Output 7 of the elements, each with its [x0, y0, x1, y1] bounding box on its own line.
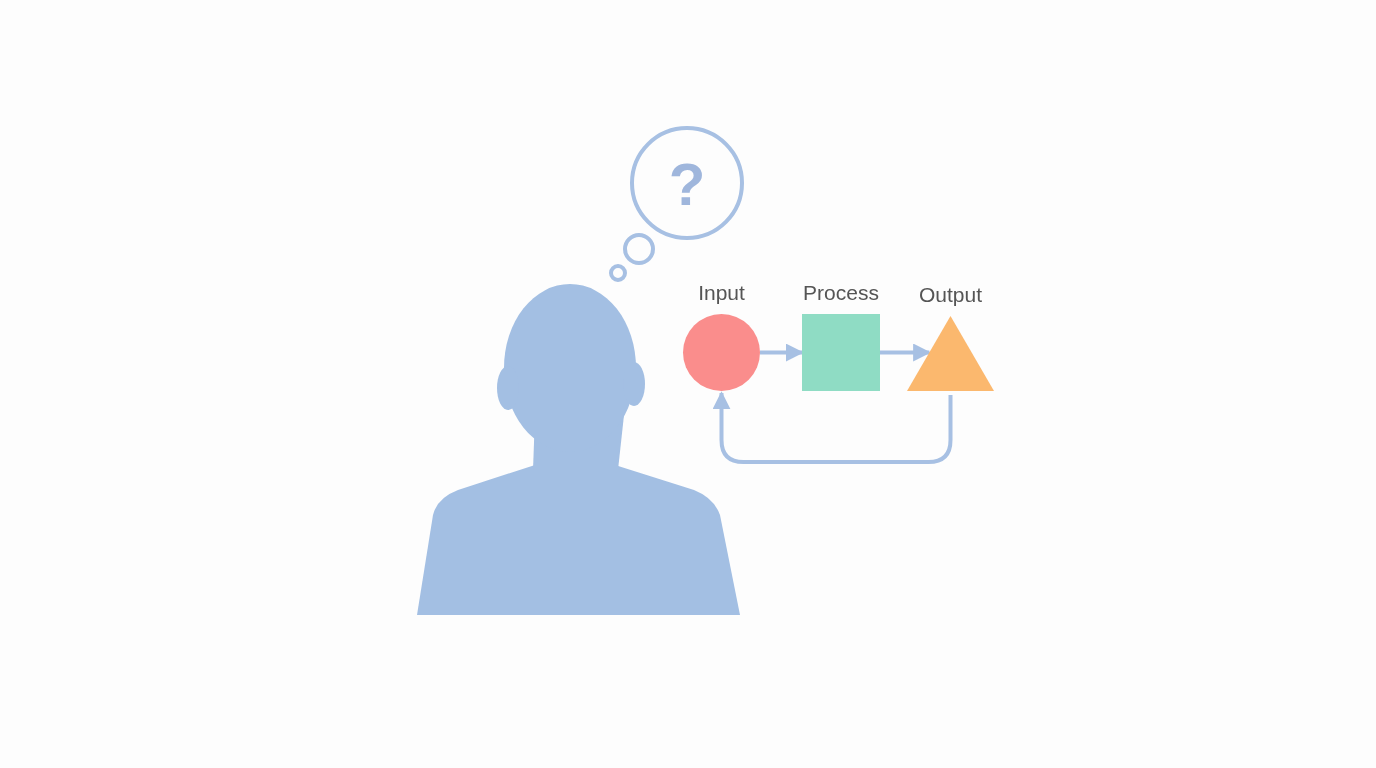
- node-label: Input: [698, 281, 745, 305]
- arrow: [712, 391, 953, 464]
- question-mark: ?: [668, 155, 706, 215]
- node-label: Output: [919, 283, 982, 307]
- node-label: Process: [803, 281, 879, 305]
- arrow: [760, 343, 804, 362]
- arrow: [880, 343, 932, 362]
